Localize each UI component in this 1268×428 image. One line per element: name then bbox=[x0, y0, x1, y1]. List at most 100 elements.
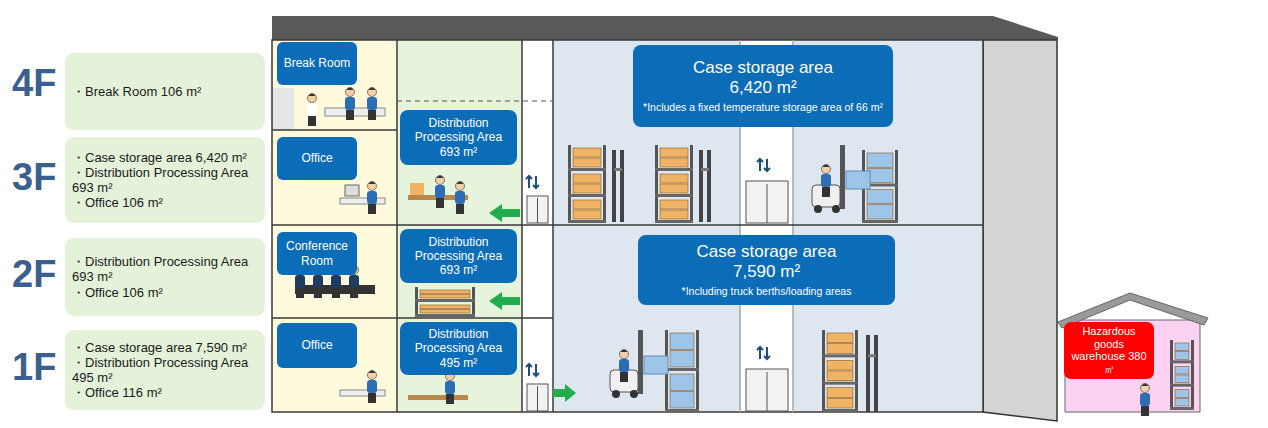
area-note: *Including truck berths/loading areas bbox=[682, 285, 852, 297]
mast bbox=[612, 150, 616, 222]
rack-beam bbox=[415, 299, 475, 302]
person-hair bbox=[347, 88, 354, 91]
rack-beam bbox=[822, 382, 858, 385]
person-body bbox=[313, 275, 323, 288]
carton bbox=[670, 374, 694, 391]
rack-beam bbox=[665, 368, 699, 371]
person-body bbox=[619, 359, 629, 372]
carton bbox=[573, 200, 601, 209]
rack-post bbox=[1170, 340, 1173, 410]
floor-summary: ・Case storage area 6,420 m²・Distribution… bbox=[65, 137, 265, 223]
carton bbox=[1175, 366, 1189, 374]
node-text: Office bbox=[301, 151, 332, 165]
mast bbox=[874, 335, 878, 412]
locker bbox=[272, 88, 294, 130]
carton bbox=[573, 210, 601, 219]
carton bbox=[410, 183, 424, 195]
person-hair bbox=[1142, 384, 1149, 387]
side-wall bbox=[983, 40, 1057, 421]
person-hair bbox=[369, 371, 376, 374]
rack-beam bbox=[665, 409, 699, 412]
person-head bbox=[620, 350, 629, 359]
area-heading: Case storage area 6,420 m² bbox=[676, 58, 851, 98]
node-text: ・Distribution Processing Area 495 m² bbox=[72, 355, 259, 385]
storage-box: Case storage area 6,420 m²*Includes a fi… bbox=[633, 45, 893, 127]
carton bbox=[1175, 352, 1189, 360]
person-legs bbox=[620, 372, 628, 382]
carton bbox=[573, 184, 601, 193]
rack-post bbox=[568, 145, 571, 223]
forklift-body bbox=[610, 370, 638, 392]
person-hair bbox=[369, 182, 376, 185]
person-body bbox=[445, 381, 455, 394]
lift-arrow bbox=[533, 364, 539, 376]
desk bbox=[340, 390, 385, 396]
processing-column bbox=[397, 40, 522, 412]
node-text: Distribution Processing Area 495 m² bbox=[404, 327, 513, 369]
rack-beam bbox=[655, 168, 693, 171]
floor-label: 3F bbox=[12, 158, 56, 196]
processing-box: Distribution Processing Area 693 m² bbox=[400, 110, 517, 165]
mast bbox=[707, 150, 711, 222]
load bbox=[846, 171, 870, 189]
room-box: Conference Room bbox=[277, 232, 357, 275]
lift-arrow bbox=[757, 347, 763, 359]
mast bbox=[701, 168, 709, 171]
mezzanine-line bbox=[397, 100, 553, 101]
carton bbox=[660, 210, 688, 219]
room-box: Office bbox=[277, 323, 357, 368]
person-legs bbox=[436, 198, 444, 208]
desk bbox=[340, 198, 385, 204]
structure-lines bbox=[272, 40, 983, 412]
floor-label: 4F bbox=[12, 64, 56, 102]
carton bbox=[420, 290, 470, 294]
node-text: ・Distribution Processing Area 693 m² bbox=[72, 165, 259, 195]
person-hair bbox=[369, 88, 376, 91]
node-text: ・Office 116 m² bbox=[72, 385, 162, 400]
carton bbox=[660, 184, 688, 193]
person-hair bbox=[457, 182, 464, 185]
node-text: ・Distribution Processing Area 693 m² bbox=[72, 254, 259, 284]
person-body bbox=[307, 103, 317, 116]
forklift-mast bbox=[638, 330, 643, 394]
person-legs bbox=[822, 187, 830, 197]
person-head bbox=[346, 88, 355, 97]
warehouse-label-box: Hazardous goods warehouse 380㎡ bbox=[1064, 322, 1154, 379]
person-legs bbox=[350, 288, 358, 298]
carton bbox=[827, 360, 853, 370]
person-body bbox=[1140, 393, 1150, 406]
carton bbox=[660, 174, 688, 183]
processing-box: Distribution Processing Area 693 m² bbox=[400, 229, 517, 283]
lift-arrow bbox=[526, 176, 532, 188]
person-head bbox=[1141, 384, 1150, 393]
person-hair bbox=[621, 350, 628, 353]
lift-arrow bbox=[526, 364, 532, 376]
person-body bbox=[455, 191, 465, 204]
carton bbox=[670, 392, 694, 409]
person-body bbox=[367, 191, 377, 204]
node-text: Distribution Processing Area 693 m² bbox=[404, 235, 513, 277]
rack-beam bbox=[1170, 384, 1194, 387]
lift-arrow bbox=[533, 176, 539, 188]
floor-summary: ・Break Room 106 m² bbox=[65, 53, 265, 130]
forklift-mast bbox=[840, 145, 845, 209]
carton bbox=[827, 344, 853, 354]
floor-summary: ・Distribution Processing Area 693 m²・Off… bbox=[65, 238, 265, 316]
office-column bbox=[272, 40, 397, 412]
lift-arrow bbox=[764, 347, 770, 359]
node-text: ・Case storage area 6,420 m² bbox=[72, 150, 247, 165]
mast bbox=[868, 354, 876, 357]
person-body bbox=[367, 380, 377, 393]
carton bbox=[1175, 375, 1189, 383]
room-box: Break Room bbox=[277, 42, 357, 85]
rack-beam bbox=[1170, 407, 1194, 410]
rack-beam bbox=[822, 354, 858, 357]
mast bbox=[614, 168, 622, 171]
carton bbox=[573, 174, 601, 183]
person-head bbox=[456, 182, 465, 191]
carton bbox=[867, 168, 893, 182]
carton bbox=[867, 190, 893, 204]
carton bbox=[660, 148, 688, 157]
carton bbox=[660, 200, 688, 209]
